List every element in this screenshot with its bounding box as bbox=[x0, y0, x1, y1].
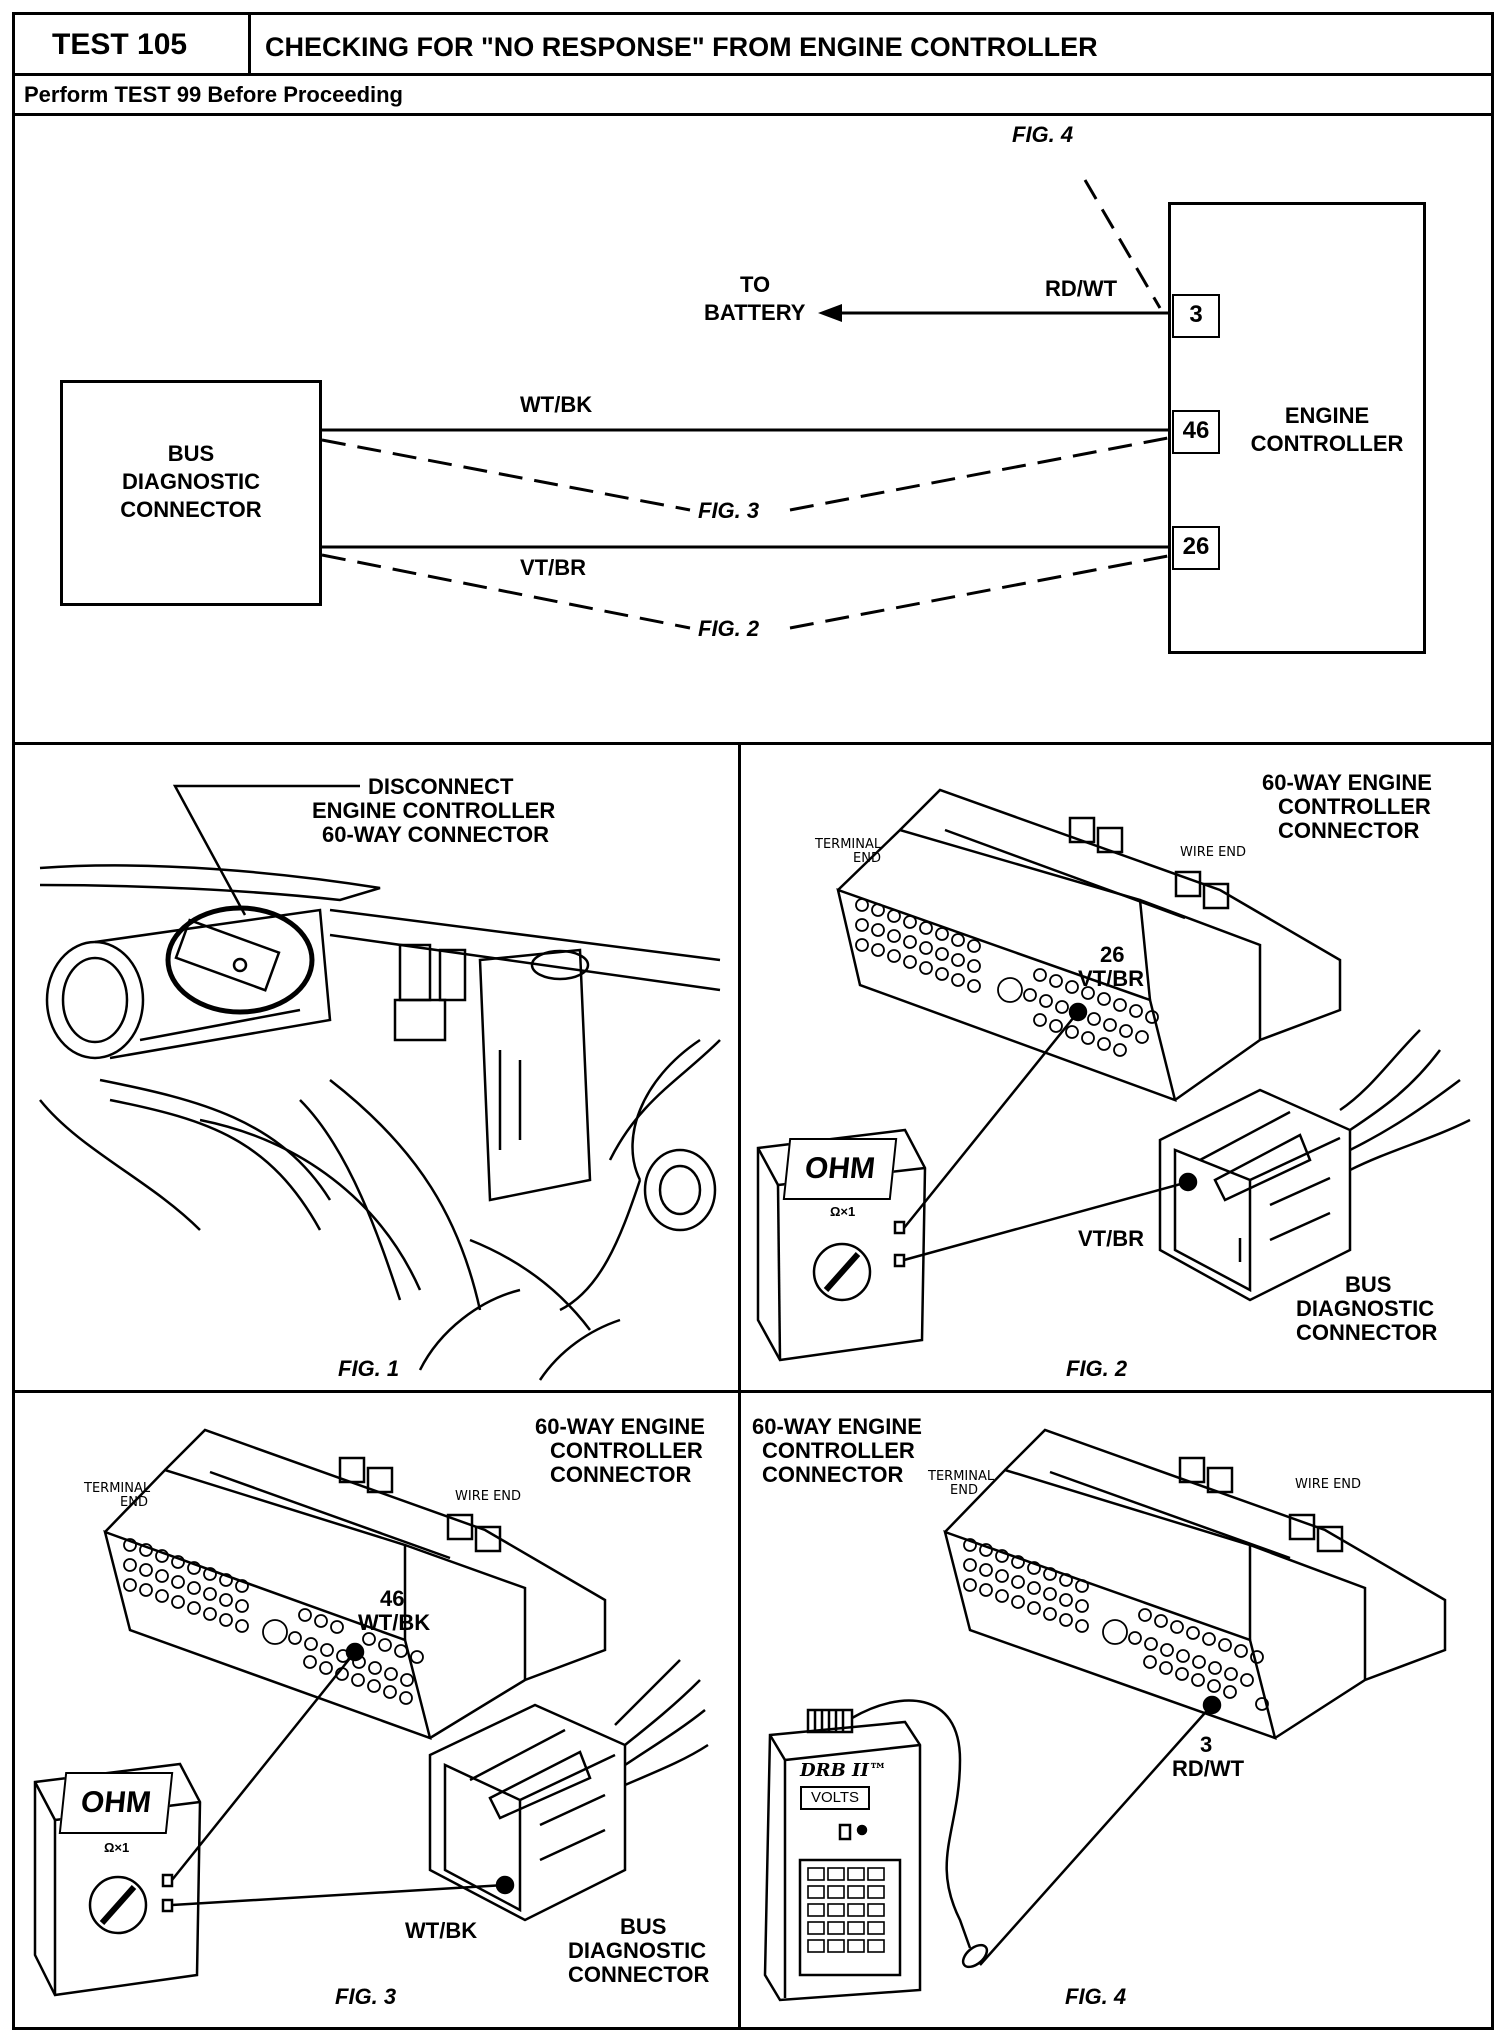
fig2-meter-range: Ω×1 bbox=[830, 1204, 856, 1219]
fig2-reference: FIG. 2 bbox=[698, 616, 760, 641]
fig3-bus-label-3: CONNECTOR bbox=[568, 1962, 710, 1987]
fig4-pin-wire: RD/WT bbox=[1172, 1756, 1245, 1781]
fig3-bus-label-1: BUS bbox=[620, 1914, 667, 1939]
engine-box-line1: ENGINE bbox=[1284, 403, 1370, 428]
to-battery-line2: BATTERY bbox=[704, 300, 806, 325]
vtbr-wire-label: VT/BR bbox=[520, 555, 586, 580]
to-battery-line1: TO bbox=[740, 272, 771, 297]
fig3-pin-number: 46 bbox=[380, 1586, 405, 1611]
pin-3: 3 bbox=[1172, 294, 1220, 338]
fig3-reference: FIG. 3 bbox=[698, 498, 760, 523]
wtbk-wire-label: WT/BK bbox=[520, 392, 593, 417]
fig3-wire-end: WIRE END bbox=[455, 1489, 522, 1504]
fig1-callout-line2: ENGINE CONTROLLER bbox=[312, 798, 556, 823]
header-vdivider bbox=[248, 12, 251, 74]
fig4-terminal-end-2: END bbox=[950, 1483, 978, 1498]
fig2-wire-label: VT/BR bbox=[1078, 1226, 1144, 1251]
fig4-connector-label-3: CONNECTOR bbox=[762, 1462, 904, 1487]
fig4-terminal-end-1: TERMINAL bbox=[928, 1469, 995, 1484]
engine-box-line2: CONTROLLER bbox=[1250, 431, 1404, 456]
fig2-pin-number: 26 bbox=[1100, 942, 1125, 967]
fig4-tool-display: VOLTS bbox=[800, 1786, 870, 1810]
fig1-caption: FIG. 1 bbox=[338, 1356, 400, 1381]
fig2-pin-wire: VT/BR bbox=[1078, 966, 1144, 991]
fig2-wire-end: WIRE END bbox=[1180, 845, 1247, 860]
mid-horizontal-divider bbox=[12, 1390, 1494, 1393]
fig2-bus-label-3: CONNECTOR bbox=[1296, 1320, 1438, 1345]
vertical-divider bbox=[738, 742, 741, 2030]
bus-box-line2: DIAGNOSTIC bbox=[121, 469, 261, 494]
fig2-bus-label-2: DIAGNOSTIC bbox=[1296, 1296, 1435, 1321]
fig3-meter-range: Ω×1 bbox=[104, 1840, 130, 1855]
page-subtitle: Perform TEST 99 Before Proceeding bbox=[24, 82, 403, 107]
fig4-wire-end: WIRE END bbox=[1295, 1477, 1362, 1492]
fig3-bus-label-2: DIAGNOSTIC bbox=[568, 1938, 707, 1963]
fig2-connector-label-1: 60-WAY ENGINE bbox=[1262, 770, 1432, 795]
fig2-terminal-end-1: TERMINAL bbox=[815, 837, 882, 852]
fig4-caption: FIG. 4 bbox=[1065, 1984, 1127, 2009]
header-divider-1 bbox=[12, 73, 1494, 76]
fig4-reference: FIG. 4 bbox=[1012, 122, 1074, 147]
fig4-connector-label-2: CONTROLLER bbox=[762, 1438, 915, 1463]
fig2-terminal-end-2: END bbox=[853, 851, 881, 866]
pin-46: 46 bbox=[1172, 410, 1220, 454]
bus-diagnostic-connector-box: BUS DIAGNOSTIC CONNECTOR bbox=[60, 380, 322, 606]
fig2-caption: FIG. 2 bbox=[1066, 1356, 1128, 1381]
page-title: CHECKING FOR "NO RESPONSE" FROM ENGINE C… bbox=[265, 32, 1098, 62]
pin-26: 26 bbox=[1172, 526, 1220, 570]
fig3-connector-label-3: CONNECTOR bbox=[550, 1462, 692, 1487]
fig3-terminal-end-2: END bbox=[120, 1495, 148, 1510]
fig4-pin-number: 3 bbox=[1200, 1732, 1213, 1757]
rdwt-wire-label: RD/WT bbox=[1045, 276, 1118, 301]
fig3-caption: FIG. 3 bbox=[335, 1984, 397, 2009]
fig3-wire-label: WT/BK bbox=[405, 1918, 478, 1943]
fig3-connector-label-1: 60-WAY ENGINE bbox=[535, 1414, 705, 1439]
fig2-connector-label-2: CONTROLLER bbox=[1278, 794, 1431, 819]
fig2-connector-label-3: CONNECTOR bbox=[1278, 818, 1420, 843]
fig4-connector-label-1: 60-WAY ENGINE bbox=[752, 1414, 922, 1439]
schematic-bottom-divider bbox=[12, 742, 1494, 745]
page-border bbox=[12, 12, 1494, 2030]
bus-box-line3: CONNECTOR bbox=[120, 497, 262, 522]
fig2-bus-label-1: BUS bbox=[1345, 1272, 1392, 1297]
fig1-callout-line1: DISCONNECT bbox=[368, 774, 514, 799]
fig3-pin-wire: WT/BK bbox=[358, 1610, 431, 1635]
fig4-tool-name: DRB II™ bbox=[800, 1760, 887, 1781]
test-number: TEST 105 bbox=[52, 28, 188, 61]
fig1-callout-line3: 60-WAY CONNECTOR bbox=[322, 822, 549, 847]
fig3-connector-label-2: CONTROLLER bbox=[550, 1438, 703, 1463]
header-divider-2 bbox=[12, 113, 1494, 116]
bus-box-line1: BUS bbox=[167, 441, 215, 466]
fig3-terminal-end-1: TERMINAL bbox=[84, 1481, 151, 1496]
